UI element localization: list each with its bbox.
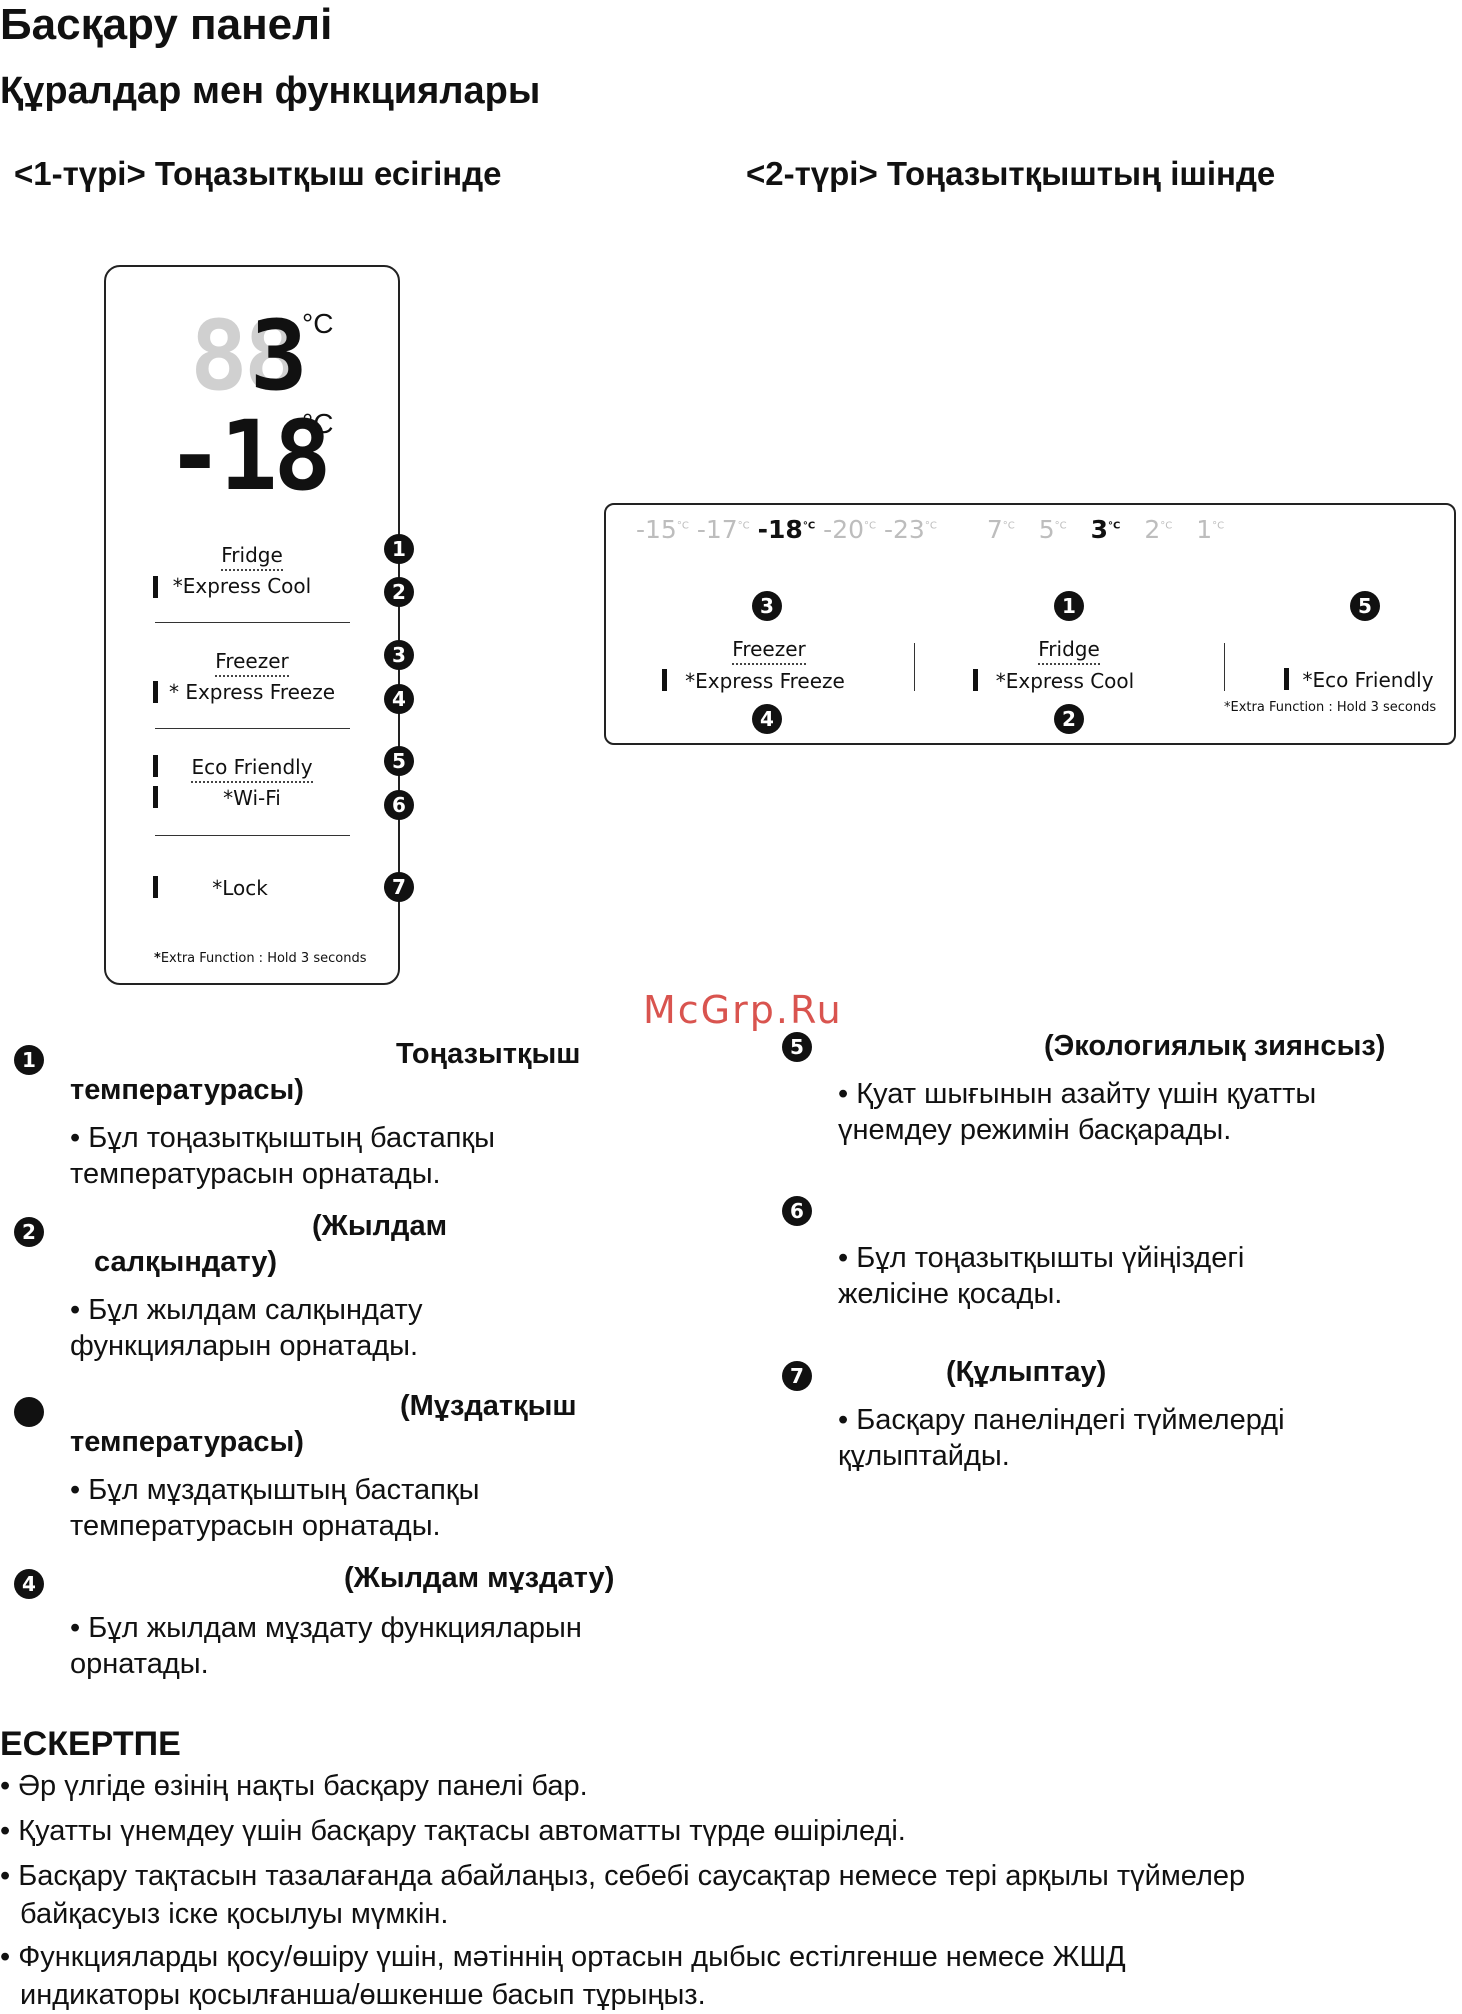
item3-text: • Бұл мұздатқыштың бастапқы температурас… xyxy=(70,1474,480,1542)
freezer-button[interactable]: Freezer xyxy=(664,637,874,665)
note-item: • Қуатты үнемдеу үшін басқару тақтасы ав… xyxy=(0,1815,906,1847)
callout-4-icon: 4 xyxy=(384,684,414,714)
eco-friendly-indicator xyxy=(1284,668,1289,690)
callout-6-icon: 6 xyxy=(782,1196,812,1226)
lock-button[interactable]: *Lock xyxy=(212,876,268,900)
freezer-temp-option: -23°C xyxy=(884,515,937,544)
callout-2-icon: 2 xyxy=(1054,704,1084,734)
callout-3-icon: 3 xyxy=(384,640,414,670)
freezer-unit: °C xyxy=(302,408,334,439)
item3-title: (Мұздатқыш xyxy=(400,1390,577,1422)
callout-1-icon: 1 xyxy=(14,1045,44,1075)
fridge-temp-option: 5°C xyxy=(1038,515,1067,544)
express-cool-indicator xyxy=(153,576,158,598)
callout-7-icon: 7 xyxy=(384,872,414,902)
item7-text: • Басқару панеліндегі түймелерді құлыпта… xyxy=(838,1404,1285,1472)
item2-text: • Бұл жылдам салқындату функцияларын орн… xyxy=(70,1294,423,1362)
callout-line xyxy=(398,548,400,888)
item4-text: • Бұл жылдам мұздату функцияларын орната… xyxy=(70,1612,582,1680)
express-cool-indicator xyxy=(973,669,978,691)
fridge-button[interactable]: Fridge xyxy=(964,637,1174,665)
freezer-button[interactable]: Freezer xyxy=(104,649,400,677)
control-panel-type2 xyxy=(604,503,1456,745)
note-item: • Әр үлгіде өзінің нақты басқару панелі … xyxy=(0,1770,588,1802)
callout-7-icon: 7 xyxy=(782,1361,812,1391)
item4-title: (Жылдам мұздату) xyxy=(344,1562,615,1594)
freezer-temp-option: -15°C xyxy=(636,515,689,544)
item2-title: (Жылдам xyxy=(312,1210,448,1242)
eco-friendly-button[interactable]: Eco Friendly xyxy=(104,755,400,783)
wifi-button[interactable]: *Wi-Fi xyxy=(223,786,281,810)
fridge-temp-option: 1°C xyxy=(1196,515,1225,544)
callout-5-icon: 5 xyxy=(782,1032,812,1062)
express-freeze-indicator xyxy=(662,669,667,691)
divider xyxy=(914,643,915,691)
callout-6-icon: 6 xyxy=(384,790,414,820)
express-freeze-button[interactable]: *Express Freeze xyxy=(685,669,845,693)
note-item: • Басқару тақтасын тазалағанда абайлаңыз… xyxy=(0,1860,1246,1930)
callout-2-icon: 2 xyxy=(384,577,414,607)
fridge-temp-selected: 3°C xyxy=(1090,515,1121,544)
eco-friendly-indicator xyxy=(153,755,158,777)
note-item: • Функцияларды қосу/өшіру үшін, мәтіннің… xyxy=(0,1941,1126,2011)
freezer-temp-option: -20°C xyxy=(823,515,876,544)
wifi-indicator xyxy=(153,786,158,808)
callout-1-icon: 1 xyxy=(384,534,414,564)
item1-title: Тоңазытқыш xyxy=(396,1038,581,1070)
eco-friendly-button[interactable]: *Eco Friendly xyxy=(1302,668,1434,692)
extra-function-note: *Extra Function : Hold 3 seconds xyxy=(154,951,367,966)
item3-title-cont: температурасы) xyxy=(70,1426,304,1458)
express-cool-button[interactable]: *Express Cool xyxy=(995,669,1135,693)
item1-title-cont: температурасы) xyxy=(70,1074,304,1106)
item5-title: (Экологиялық зиянсыз) xyxy=(1044,1030,1386,1062)
lock-indicator xyxy=(153,876,158,898)
freezer-temp-option: -17°C xyxy=(696,515,750,544)
item1-text: • Бұл тоңазытқыштың бастапқы температура… xyxy=(70,1122,495,1190)
callout-4-icon: 4 xyxy=(14,1569,44,1599)
fridge-temp-option: 7°C xyxy=(986,515,1015,544)
item6-text: • Бұл тоңазытқышты үйіңіздегі желісіне қ… xyxy=(838,1242,1245,1310)
page-title: Басқару панелі xyxy=(0,0,333,49)
freezer-temp-selected: -18°C xyxy=(757,515,816,544)
item5-text: • Қуат шығынын азайту үшін қуатты үнемде… xyxy=(838,1078,1317,1146)
callout-2-icon: 2 xyxy=(14,1217,44,1247)
note-title: ЕСКЕРТПЕ xyxy=(0,1725,181,1763)
freezer-temperature-display: -18 xyxy=(166,400,331,512)
divider xyxy=(155,728,350,729)
extra-function-note: *Extra Function : Hold 3 seconds xyxy=(1224,700,1437,715)
express-freeze-indicator xyxy=(153,681,158,703)
type2-heading: <2-түрі> Тоңазытқыштың ішінде xyxy=(746,155,1276,192)
divider xyxy=(1224,643,1225,691)
callout-3-icon: 3 xyxy=(752,591,782,621)
page-subtitle: Құралдар мен функциялары xyxy=(0,70,541,112)
fridge-button[interactable]: Fridge xyxy=(104,543,400,571)
callout-1-icon: 1 xyxy=(1054,591,1084,621)
callout-3-icon xyxy=(14,1397,44,1427)
item7-title: (Құлыптау) xyxy=(946,1356,1107,1388)
callout-4-icon: 4 xyxy=(752,704,782,734)
fridge-temp-option: 2°C xyxy=(1144,515,1173,544)
item2-title-cont: салқындату) xyxy=(94,1246,278,1278)
callout-5-icon: 5 xyxy=(384,746,414,776)
express-cool-button[interactable]: *Express Cool xyxy=(172,574,312,598)
divider xyxy=(155,622,350,623)
callout-5-icon: 5 xyxy=(1350,591,1380,621)
watermark: McGrp.Ru xyxy=(643,988,843,1032)
type1-heading: <1-түрі> Тоңазытқыш есігінде xyxy=(14,155,502,192)
temperature-scale: -15°C -17°C -18°C -20°C -23°C 7°C 5°C 3°… xyxy=(636,515,1232,544)
fridge-unit: °C xyxy=(302,308,334,339)
express-freeze-button[interactable]: * Express Freeze xyxy=(168,680,336,704)
divider xyxy=(155,835,350,836)
